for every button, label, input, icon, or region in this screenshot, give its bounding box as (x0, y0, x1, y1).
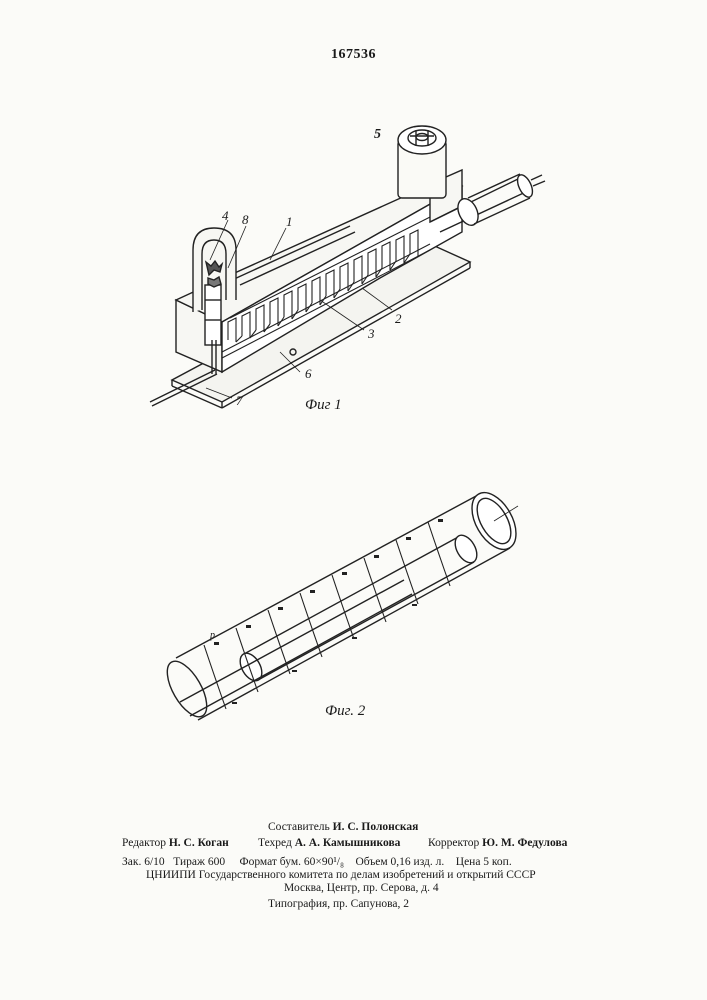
figure-2-caption: Фиг. 2 (325, 703, 365, 720)
order-line: Зак. 6/10 Тираж 600 Формат бум. 60×90¹/₈… (122, 856, 512, 868)
callout-6: 6 (305, 366, 312, 381)
editor-line: Редактор Н. С. Коган (122, 837, 229, 849)
corrector-line: Корректор Ю. М. Федулова (428, 837, 567, 849)
callout-p: p (209, 630, 215, 641)
techeditor-line: Техред А. А. Камышникова (258, 837, 400, 849)
callout-5: 5 (374, 127, 381, 142)
callout-4: 4 (222, 208, 229, 223)
figure-1-caption: Фиг 1 (305, 397, 342, 414)
callout-3: 3 (367, 326, 375, 341)
imprint-block: Составитель И. С. Полонская Редактор Н. … (0, 817, 707, 917)
figure-2-drawing (159, 485, 525, 723)
publisher-line: ЦНИИПИ Государственного комитета по дела… (146, 869, 536, 881)
address-line: Москва, Центр, пр. Серова, д. 4 (284, 882, 439, 894)
printer-line: Типография, пр. Сапунова, 2 (268, 898, 409, 910)
callout-2: 2 (395, 311, 402, 326)
callout-7: 7 (236, 393, 243, 408)
callout-8: 8 (242, 212, 249, 227)
compiler-line: Составитель И. С. Полонская (268, 821, 418, 833)
callout-1: 1 (286, 214, 293, 229)
